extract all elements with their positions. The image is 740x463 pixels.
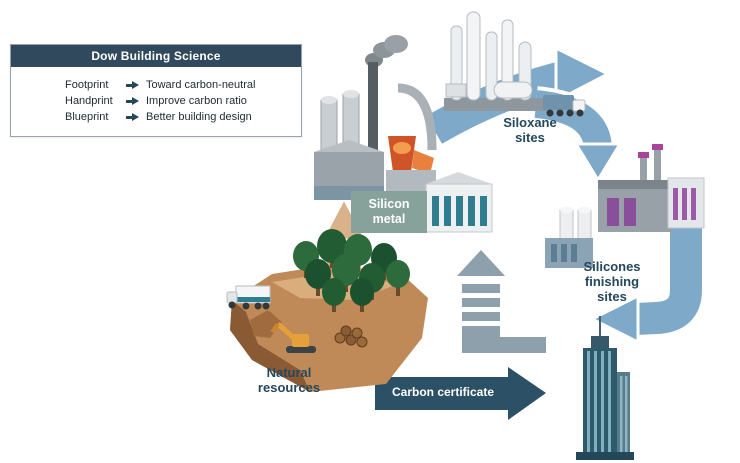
- arrow-certificate-feedback: [457, 250, 546, 353]
- legend-title: Dow Building Science: [11, 45, 301, 67]
- legend-row-blueprint: Blueprint Better building design: [65, 111, 293, 123]
- silicones-finishing-plant: [545, 144, 705, 268]
- tanker-truck-icon: [543, 95, 586, 117]
- right-arrow-icon: [126, 80, 139, 90]
- carbon-certificate-label: Carbon certificate: [391, 385, 495, 399]
- legend-panel: Dow Building Science Footprint Toward ca…: [10, 44, 302, 137]
- legend-description: Better building design: [146, 111, 252, 123]
- natural-resources-illustration: [226, 229, 428, 392]
- trees-icon: [293, 229, 410, 312]
- siloxane-plant: [444, 11, 586, 117]
- natural-resources-label: Natural resources: [257, 365, 321, 395]
- legend-body: Footprint Toward carbon-neutral Handprin…: [11, 67, 301, 136]
- right-arrow-icon: [126, 112, 139, 122]
- excavator-icon: [270, 322, 316, 353]
- silicones-finishing-sites-label: Silicones finishing sites: [583, 259, 641, 304]
- skyscraper-icon: [576, 316, 634, 460]
- carbon-certificate-arrow: [375, 367, 546, 420]
- legend-term: Footprint: [65, 79, 109, 91]
- legend-description: Improve carbon ratio: [146, 95, 247, 107]
- silicon-metal-plant: [314, 35, 493, 233]
- silicon-metal-label: Silicon metal: [351, 191, 427, 233]
- legend-term: Handprint: [65, 95, 113, 107]
- legend-row-handprint: Handprint Improve carbon ratio: [65, 95, 293, 107]
- siloxane-sites-label: Siloxane sites: [503, 115, 557, 145]
- legend-row-footprint: Footprint Toward carbon-neutral: [65, 79, 293, 91]
- right-arrow-icon: [126, 96, 139, 106]
- logs-icon: [334, 325, 368, 348]
- legend-term: Blueprint: [65, 111, 109, 123]
- legend-description: Toward carbon-neutral: [146, 79, 256, 91]
- truck-icon: [226, 285, 271, 310]
- arrow-finishing-loop: [588, 228, 706, 345]
